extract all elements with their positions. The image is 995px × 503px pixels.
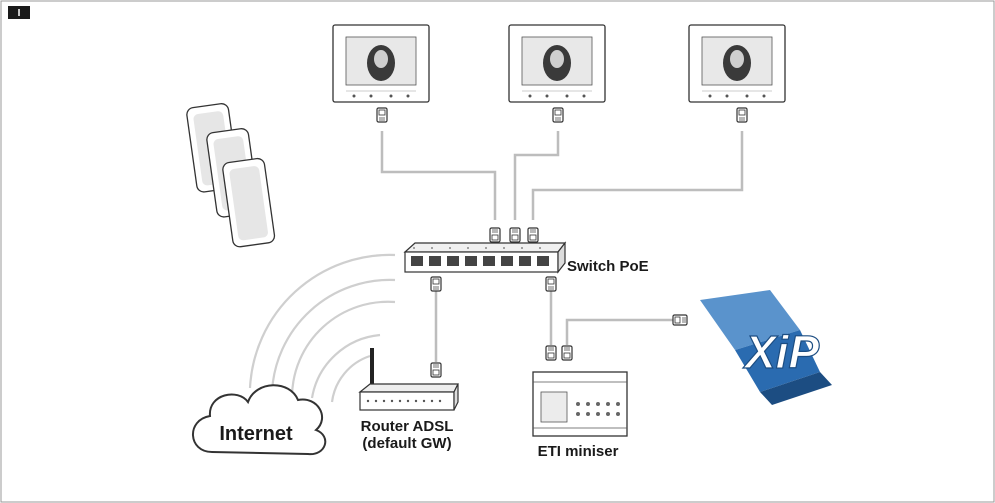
switch-label: Switch PoE xyxy=(567,258,649,275)
rj45-connector-icon xyxy=(430,276,442,292)
rj45-connector-icon xyxy=(736,107,748,123)
proximity-badges xyxy=(186,103,276,248)
xip-logo: XiP xyxy=(700,290,832,405)
cloud-icon xyxy=(192,384,327,456)
router-label-line2: (default GW) xyxy=(362,435,451,452)
rj45-connector-icon xyxy=(376,107,388,123)
eti-miniser xyxy=(532,371,628,437)
cable-monitor-2 xyxy=(513,131,560,220)
rj45-connector-icon xyxy=(552,107,564,123)
figure-tag-label: I xyxy=(18,8,21,19)
wifi-waves xyxy=(248,253,396,403)
switch-poe xyxy=(403,241,567,274)
rj45-connector-icon xyxy=(430,362,442,378)
rj45-connector-icon xyxy=(561,345,573,361)
rj45-connector-icon xyxy=(509,227,521,243)
cable-monitor-3 xyxy=(531,131,744,220)
figure-tag-box xyxy=(8,6,30,19)
monitor-face xyxy=(374,50,388,68)
rj45-connector-icon xyxy=(489,227,501,243)
rj45-connector-icon xyxy=(672,314,688,326)
router-adsl xyxy=(358,348,459,411)
eti-label: ETI miniser xyxy=(538,443,619,460)
cables xyxy=(380,131,744,362)
internet-label: Internet xyxy=(219,423,293,445)
cable-xip xyxy=(565,318,680,345)
video-monitor-3 xyxy=(688,24,786,123)
figure-tag: I xyxy=(8,6,30,19)
rj45-connector-icon xyxy=(545,276,557,292)
video-monitor-2 xyxy=(508,24,606,123)
rj45-connector-icon xyxy=(527,227,539,243)
xip-logo-text: XiP xyxy=(742,326,819,378)
cable-monitor-1 xyxy=(380,131,497,220)
router-label-line1: Router ADSL xyxy=(361,418,454,435)
internet-cloud xyxy=(192,384,327,456)
rj45-connector-icon xyxy=(545,345,557,361)
video-monitor-1 xyxy=(332,24,430,123)
xip-logo-icon xyxy=(700,290,800,350)
network-switch-icon xyxy=(404,251,559,273)
switch-top xyxy=(403,242,567,253)
